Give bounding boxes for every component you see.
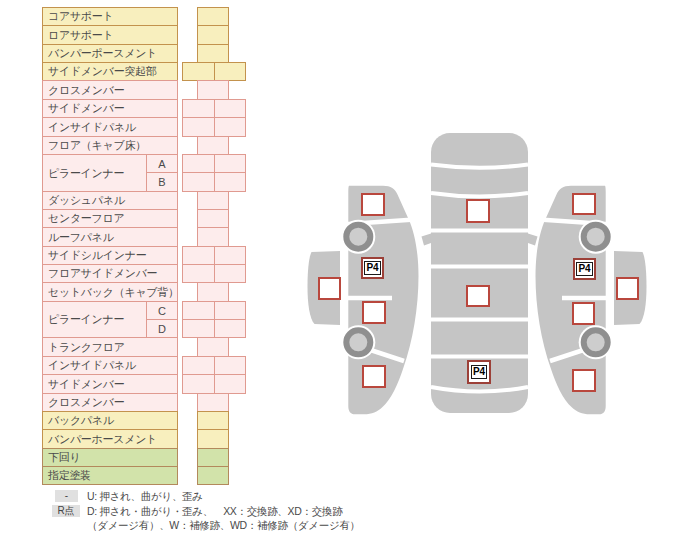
legend-text-d2: （ダメージ有）、W：補修跡、WD：補修跡（ダメージ有）	[87, 519, 360, 533]
legend-text-d: D: 押され・曲がり・歪み、 XX：交換跡、XD：交換跡	[87, 505, 342, 519]
legend-key-rpoint: R点	[52, 505, 80, 517]
legend-key-dash: -	[55, 490, 78, 502]
legend-text-u: U: 押され、曲がり、歪み	[87, 490, 203, 504]
